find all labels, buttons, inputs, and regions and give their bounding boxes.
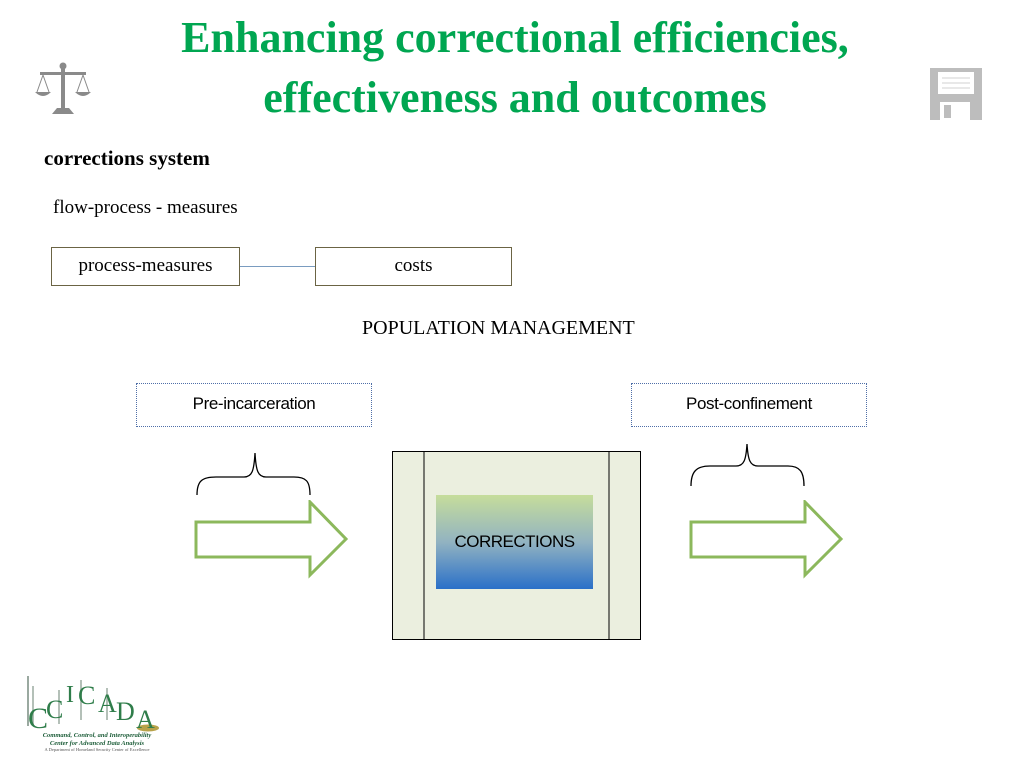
ccicada-logo: C C I C A D A [27, 676, 159, 735]
left-block-arrow [194, 500, 349, 579]
costs-box: costs [315, 247, 512, 286]
svg-text:C: C [28, 702, 48, 735]
logo-tagline-1: Command, Control, and Interoperability [42, 732, 152, 739]
process-measures-box: process-measures [51, 247, 240, 286]
svg-text:D: D [116, 697, 135, 726]
svg-text:C: C [78, 681, 95, 710]
title-line-2: effectiveness and outcomes [263, 73, 767, 122]
pre-incarceration-box: Pre-incarceration [136, 383, 372, 427]
title-line-1: Enhancing correctional efficiencies, [181, 13, 849, 62]
scales-of-justice-icon [35, 62, 91, 114]
corrections-box: CORRECTIONS [436, 495, 593, 589]
floppy-disk-icon [930, 68, 982, 120]
post-confinement-box: Post-confinement [631, 383, 867, 427]
svg-text:A: A [136, 705, 155, 734]
section-heading: corrections system [44, 146, 210, 170]
logo-tagline-2: Center for Advanced Data Analysis [49, 740, 145, 747]
slide-title: Enhancing correctional efficiencies, eff… [90, 8, 940, 128]
left-curly-brace [196, 452, 311, 496]
logo-tagline-3: A Department of Homeland Security Center… [44, 747, 150, 752]
svg-text:I: I [66, 682, 74, 708]
svg-text:A: A [98, 689, 117, 718]
svg-text:C: C [46, 695, 63, 724]
flow-process-label: flow-process - measures [53, 197, 238, 218]
box-connector-line [240, 266, 315, 267]
population-management-label: POPULATION MANAGEMENT [362, 317, 635, 339]
right-block-arrow [689, 500, 844, 579]
right-curly-brace [690, 443, 805, 487]
